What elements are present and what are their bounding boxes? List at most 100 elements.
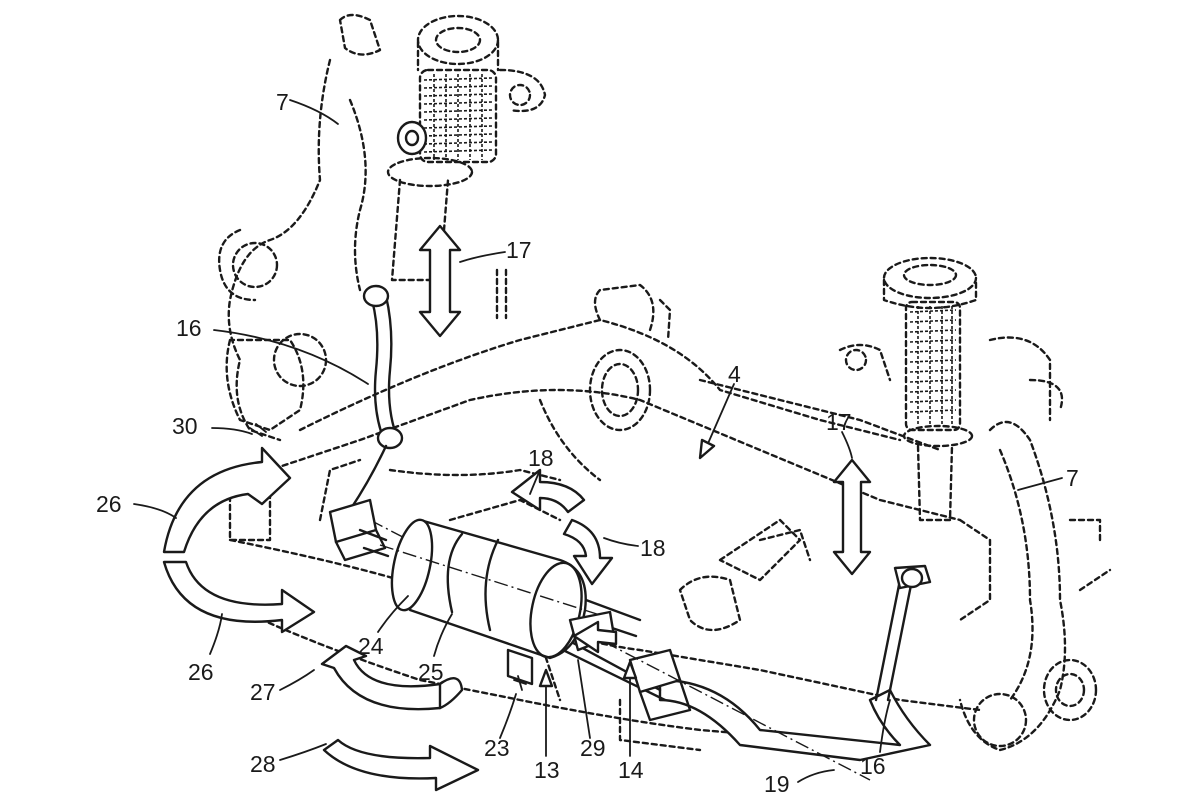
actuator-seam-24: [446, 532, 464, 614]
left-coil-spring: [418, 68, 498, 164]
label-16-left: 16: [176, 315, 202, 341]
left-strut-top-inner: [434, 26, 482, 54]
subframe-tube-inner: [600, 362, 640, 418]
subframe-cross: [388, 468, 562, 482]
left-strut-assembly: [218, 13, 547, 442]
label-16-right: 16: [860, 753, 886, 779]
sensor-30-hatch: [249, 423, 267, 437]
subframe-right-mount: [718, 518, 802, 582]
label-28: 28: [250, 751, 276, 777]
right-upper-eye-hole: [844, 348, 868, 372]
left-upper-eye-hole: [508, 83, 532, 107]
leader-19: [797, 769, 835, 783]
stabilizer-link-right-joint: [900, 567, 924, 589]
left-hub-flange: [218, 228, 257, 302]
leader-16-right: [879, 699, 891, 753]
left-knuckle-outline: [227, 58, 332, 442]
left-spring-seat: [386, 156, 474, 188]
leader-29: [577, 659, 591, 739]
label-23: 23: [484, 735, 510, 761]
actuator-axis: [379, 544, 601, 616]
leader-18-upper: [529, 469, 541, 495]
leader-25: [433, 613, 453, 657]
leader-17-right: [841, 431, 853, 459]
label-30: 30: [172, 413, 198, 439]
leader-24: [377, 595, 409, 633]
right-strut-top-mount: [882, 256, 978, 300]
right-damper-body: [916, 444, 954, 522]
direction-arrow-27-tail: [438, 677, 464, 710]
right-ball-joint: [972, 692, 1028, 748]
actuator-seam-25: [484, 538, 500, 632]
label-24: 24: [358, 633, 384, 659]
label-18-lower: 18: [640, 535, 666, 561]
right-upper-eye: [838, 343, 892, 382]
label-14: 14: [618, 757, 644, 783]
label-17-right: 17: [826, 409, 852, 435]
stabilizer-link-right-rod: [874, 578, 902, 702]
actuator-end-cap-left: [390, 518, 434, 612]
label-18-upper: 18: [528, 445, 554, 471]
left-drop-link-upper-joint: [362, 284, 390, 308]
right-strut-assembly: [838, 256, 1112, 752]
subframe-stud: [658, 298, 672, 342]
label-19: 19: [764, 771, 790, 797]
actuator-bracket: [506, 648, 534, 686]
actuator-shaft-left: [358, 528, 388, 542]
right-knuckle-lug: [1028, 378, 1064, 412]
right-brake-bolt: [1078, 568, 1112, 592]
label-17-left: 17: [506, 237, 532, 263]
left-drop-link-lower-joint: [376, 426, 404, 450]
actuator-shaft-right: [584, 598, 642, 622]
leader-7-left: [289, 99, 339, 125]
subframe-right-end: [958, 518, 992, 622]
stabilizer-bushing-right-base: [638, 678, 692, 722]
leader-4-head: [698, 438, 716, 460]
vertical-motion-arrow-left: [418, 224, 462, 338]
subframe-diagonal: [538, 398, 602, 482]
stabilizer-link-right-rod-edge: [886, 578, 914, 702]
subframe-right-bushing: [678, 575, 742, 632]
subframe-left-bracket: [318, 458, 362, 522]
left-strut-bushing-hole: [404, 129, 420, 147]
leader-30: [211, 427, 253, 435]
left-upper-bracket: [338, 13, 382, 56]
label-29: 29: [580, 735, 606, 761]
left-drop-link: [328, 284, 404, 562]
leader-7-right: [1017, 477, 1063, 491]
label-26-upper: 26: [96, 491, 122, 517]
vertical-motion-arrow-right: [832, 458, 872, 576]
leader-14-head: [622, 660, 638, 680]
actuator-end-cap-right: [529, 561, 583, 659]
left-knuckle-inner: [348, 98, 367, 292]
leader-18-lower: [603, 537, 639, 547]
rotation-arrow-18-lower: [562, 518, 614, 586]
label-4: 4: [728, 361, 741, 387]
subframe-boss: [593, 283, 655, 332]
subframe-upper-rail: [298, 318, 902, 442]
subframe-bottom-edge: [218, 598, 822, 742]
right-coil-outline: [904, 300, 962, 432]
left-coil-outline: [418, 68, 498, 164]
label-26-lower: 26: [188, 659, 214, 685]
left-strut-bushing: [396, 120, 428, 156]
right-spring-seat: [902, 424, 974, 448]
force-arrow-29: [572, 620, 618, 654]
label-27: 27: [250, 679, 276, 705]
left-upper-eye: [498, 68, 547, 113]
right-strut-top-inner: [902, 263, 958, 287]
stabilizer-centerline: [369, 519, 871, 781]
right-hub-inner: [1054, 672, 1086, 708]
leader-13-head: [538, 668, 554, 688]
label-7-left: 7: [276, 89, 289, 115]
left-lower-knuckle: [225, 338, 305, 432]
leader-28: [279, 743, 327, 761]
left-drop-link-rod-edge: [384, 294, 400, 442]
right-brake-lug: [1068, 518, 1102, 542]
leader-17-left: [459, 251, 506, 263]
right-hub: [1042, 658, 1098, 722]
leader-27: [279, 669, 315, 691]
right-knuckle-inner: [998, 448, 1034, 702]
